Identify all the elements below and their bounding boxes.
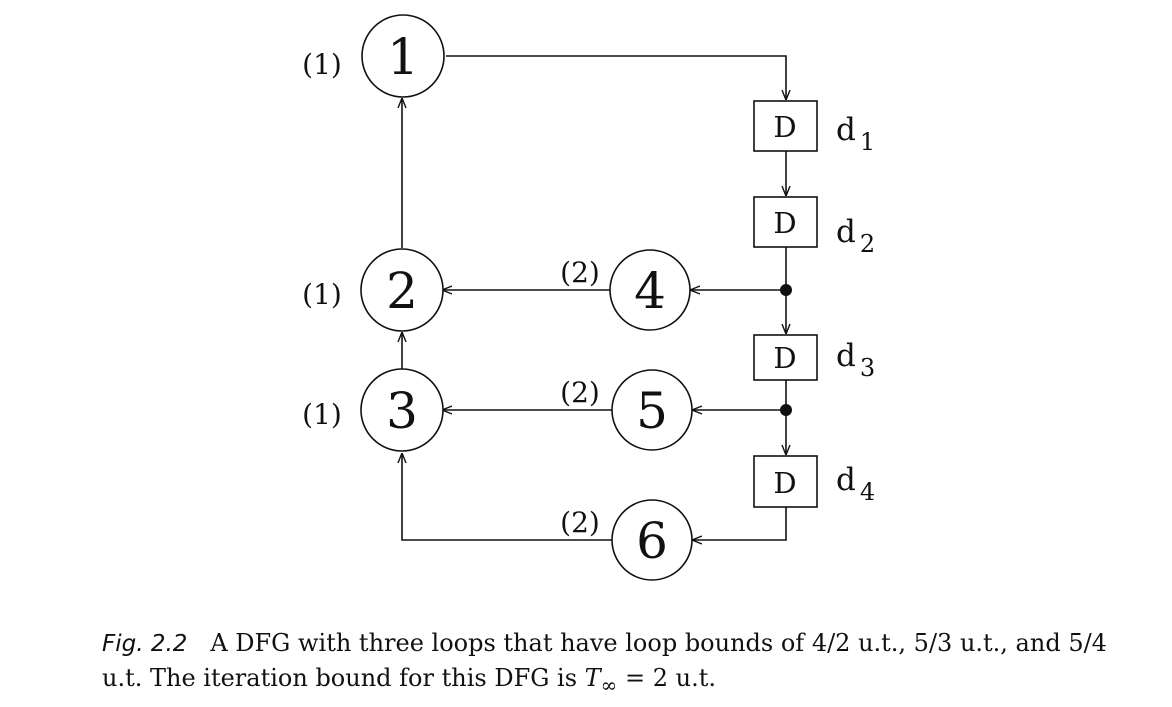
edge-1-to-d1 bbox=[446, 55, 786, 100]
node-5: 5 bbox=[611, 369, 693, 451]
delay-d1: D bbox=[753, 100, 818, 152]
node-5-label: 5 bbox=[636, 382, 668, 440]
node-5-time: (2) bbox=[560, 376, 600, 409]
iteration-bound-value: = 2 u.t. bbox=[624, 664, 716, 692]
node-2-label: 2 bbox=[386, 262, 418, 320]
node-2: 2 bbox=[360, 248, 444, 332]
figure-caption: Fig. 2.2 A DFG with three loops that hav… bbox=[102, 626, 1132, 702]
edge-d4-to-node-6 bbox=[692, 507, 787, 540]
node-3-label: 3 bbox=[386, 382, 418, 440]
node-2-time: (1) bbox=[302, 278, 342, 311]
delay-d4-box-label: D bbox=[773, 466, 796, 500]
delay-d4: D bbox=[753, 455, 818, 508]
delay-d3: D bbox=[753, 334, 818, 381]
node-3-time: (1) bbox=[302, 398, 342, 431]
edge-node-6-to-node-3 bbox=[402, 453, 612, 541]
figure-number: Fig. 2.2 bbox=[102, 631, 188, 657]
node-1-time: (1) bbox=[302, 48, 342, 81]
node-3: 3 bbox=[360, 368, 444, 452]
delay-d3-box-label: D bbox=[773, 341, 796, 375]
node-6: 6 bbox=[611, 499, 693, 581]
junction-dot bbox=[780, 284, 792, 296]
node-4-time: (2) bbox=[560, 256, 600, 289]
node-1: 1 bbox=[361, 14, 445, 98]
node-6-label: 6 bbox=[636, 512, 668, 570]
node-6-time: (2) bbox=[560, 506, 600, 539]
caption-text: A DFG with three loops that have loop bo… bbox=[102, 629, 1107, 692]
junction-dot bbox=[780, 404, 792, 416]
node-4-label: 4 bbox=[634, 262, 666, 320]
node-4: 4 bbox=[609, 249, 691, 331]
node-1-label: 1 bbox=[387, 28, 419, 86]
iteration-bound-symbol: T∞ bbox=[584, 664, 618, 697]
delay-d2: D bbox=[753, 196, 818, 248]
delay-d2-box-label: D bbox=[773, 206, 796, 240]
delay-d1-box-label: D bbox=[773, 110, 796, 144]
